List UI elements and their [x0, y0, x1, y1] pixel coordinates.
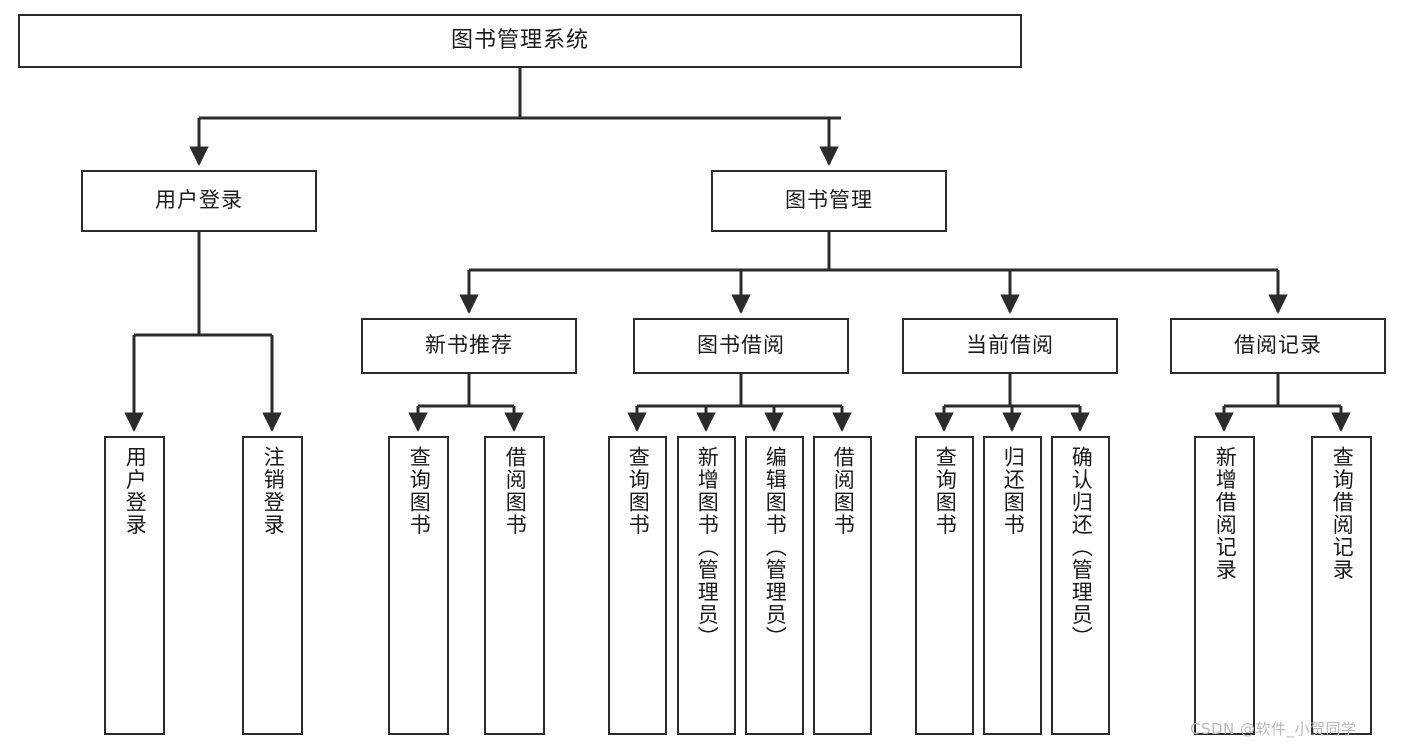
node-new-book-recommend[interactable]: 新书推荐	[361, 318, 577, 374]
node-leaf-current-return-label: 归还图书	[1001, 446, 1026, 536]
node-leaf-borrow-add-book[interactable]: 新增图书（管理员）	[677, 436, 736, 735]
node-borrow-records[interactable]: 借阅记录	[1170, 318, 1386, 374]
node-leaf-current-confirm-return[interactable]: 确认归还（管理员）	[1051, 436, 1110, 735]
node-leaf-user-login[interactable]: 用户登录	[104, 436, 165, 735]
node-leaf-newbook-query-label: 查询图书	[407, 446, 432, 536]
node-user-login[interactable]: 用户登录	[81, 170, 317, 232]
node-leaf-record-add-label: 新增借阅记录	[1213, 446, 1238, 581]
node-leaf-current-query[interactable]: 查询图书	[915, 436, 974, 735]
node-book-borrow-label: 图书借阅	[697, 333, 785, 358]
node-leaf-record-query-label: 查询借阅记录	[1330, 446, 1355, 581]
node-leaf-user-login-label: 用户登录	[123, 446, 148, 536]
node-leaf-record-query[interactable]: 查询借阅记录	[1311, 436, 1372, 735]
node-current-borrow-label: 当前借阅	[966, 333, 1054, 358]
node-leaf-borrow-lend-book[interactable]: 借阅图书	[813, 436, 872, 735]
node-leaf-current-confirm-return-label: 确认归还（管理员）	[1069, 446, 1094, 649]
node-leaf-newbook-borrow[interactable]: 借阅图书	[484, 436, 545, 735]
node-leaf-borrow-query[interactable]: 查询图书	[608, 436, 667, 735]
node-root[interactable]: 图书管理系统	[18, 14, 1022, 68]
node-book-management[interactable]: 图书管理	[711, 170, 947, 232]
node-leaf-current-return[interactable]: 归还图书	[983, 436, 1042, 735]
node-user-login-label: 用户登录	[155, 188, 243, 213]
node-leaf-newbook-borrow-label: 借阅图书	[503, 446, 528, 536]
csdn-watermark: CSDN @软件_小贺同学	[1190, 720, 1357, 738]
node-leaf-user-logout[interactable]: 注销登录	[242, 436, 303, 735]
node-leaf-borrow-lend-book-label: 借阅图书	[831, 446, 856, 536]
node-leaf-newbook-query[interactable]: 查询图书	[388, 436, 449, 735]
node-leaf-borrow-edit-book-label: 编辑图书（管理员）	[763, 446, 788, 649]
node-book-management-label: 图书管理	[785, 188, 873, 213]
node-leaf-borrow-query-label: 查询图书	[626, 446, 651, 536]
node-leaf-record-add[interactable]: 新增借阅记录	[1194, 436, 1255, 735]
node-borrow-records-label: 借阅记录	[1234, 333, 1322, 358]
node-leaf-borrow-add-book-label: 新增图书（管理员）	[695, 446, 720, 649]
node-root-label: 图书管理系统	[450, 27, 589, 53]
node-new-book-recommend-label: 新书推荐	[425, 333, 513, 358]
node-current-borrow[interactable]: 当前借阅	[902, 318, 1118, 374]
node-leaf-borrow-edit-book[interactable]: 编辑图书（管理员）	[745, 436, 804, 735]
node-book-borrow[interactable]: 图书借阅	[633, 318, 849, 374]
node-leaf-current-query-label: 查询图书	[933, 446, 958, 536]
node-leaf-user-logout-label: 注销登录	[261, 446, 286, 536]
